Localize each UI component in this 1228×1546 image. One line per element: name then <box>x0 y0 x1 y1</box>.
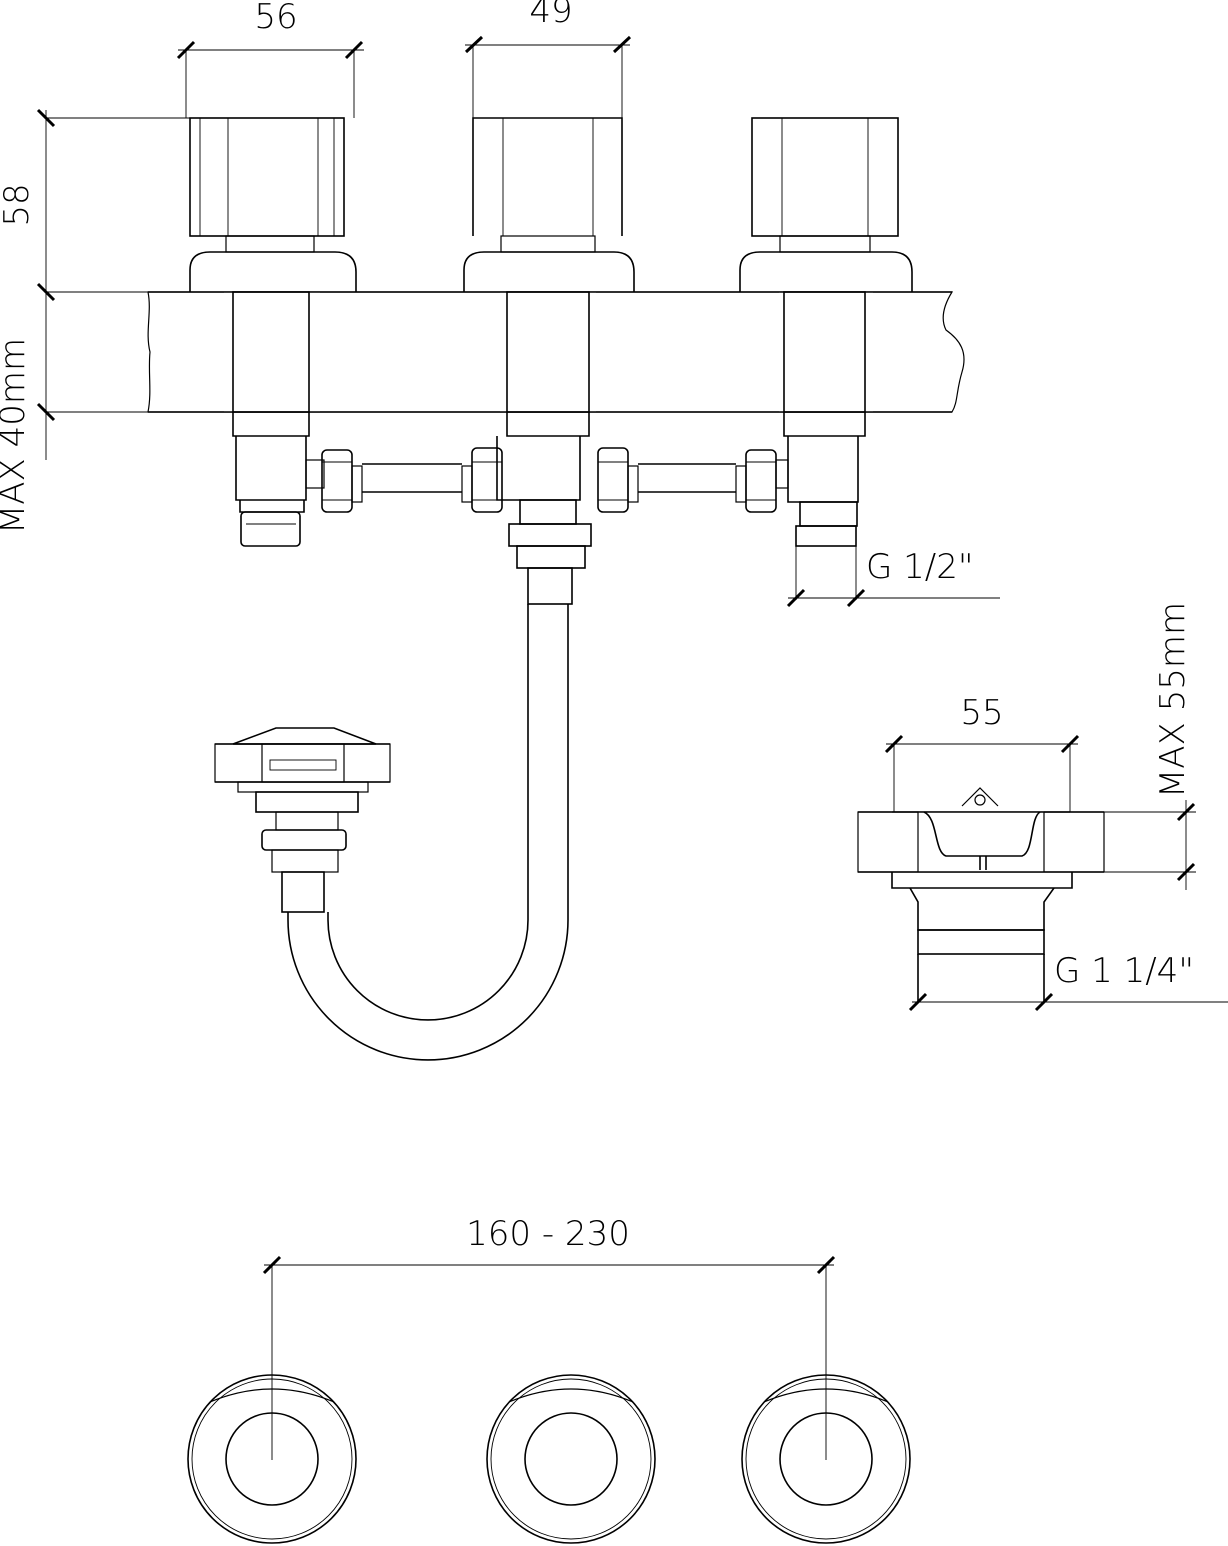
connecting-pipes <box>305 447 789 513</box>
label-waste-thread: G 1 1/4" <box>1054 951 1194 991</box>
label-max-waste: MAX 55mm <box>1153 602 1193 798</box>
right-valve <box>739 117 913 547</box>
center-escutcheon <box>486 1374 656 1544</box>
waste-section <box>857 787 1105 1002</box>
deck-section <box>147 291 965 413</box>
label-waste-width: 55 <box>960 693 1003 733</box>
center-spout-body <box>463 117 635 605</box>
escutcheons <box>187 1374 911 1544</box>
dimension-lines <box>36 35 1228 1460</box>
label-spout-width: 49 <box>529 0 572 31</box>
popup-connector <box>214 727 391 913</box>
label-inlet-thread: G 1/2" <box>866 547 974 587</box>
spout-hose <box>287 604 569 1061</box>
label-center-distance: 160 - 230 <box>466 1214 630 1254</box>
label-max-deck: MAX 40mm <box>0 338 33 534</box>
label-handle-width: 56 <box>254 0 297 37</box>
label-handle-height: 58 <box>0 183 37 226</box>
